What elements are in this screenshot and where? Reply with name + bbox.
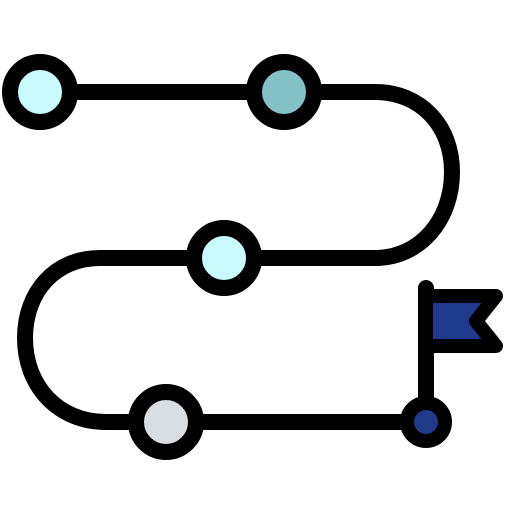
end-point-dot	[400, 396, 452, 448]
milestone-3	[186, 220, 262, 296]
flag-icon	[419, 289, 503, 353]
route-path	[17, 84, 460, 430]
milestone-2	[246, 54, 322, 130]
milestone-1	[2, 54, 78, 130]
milestone-4	[128, 384, 204, 460]
